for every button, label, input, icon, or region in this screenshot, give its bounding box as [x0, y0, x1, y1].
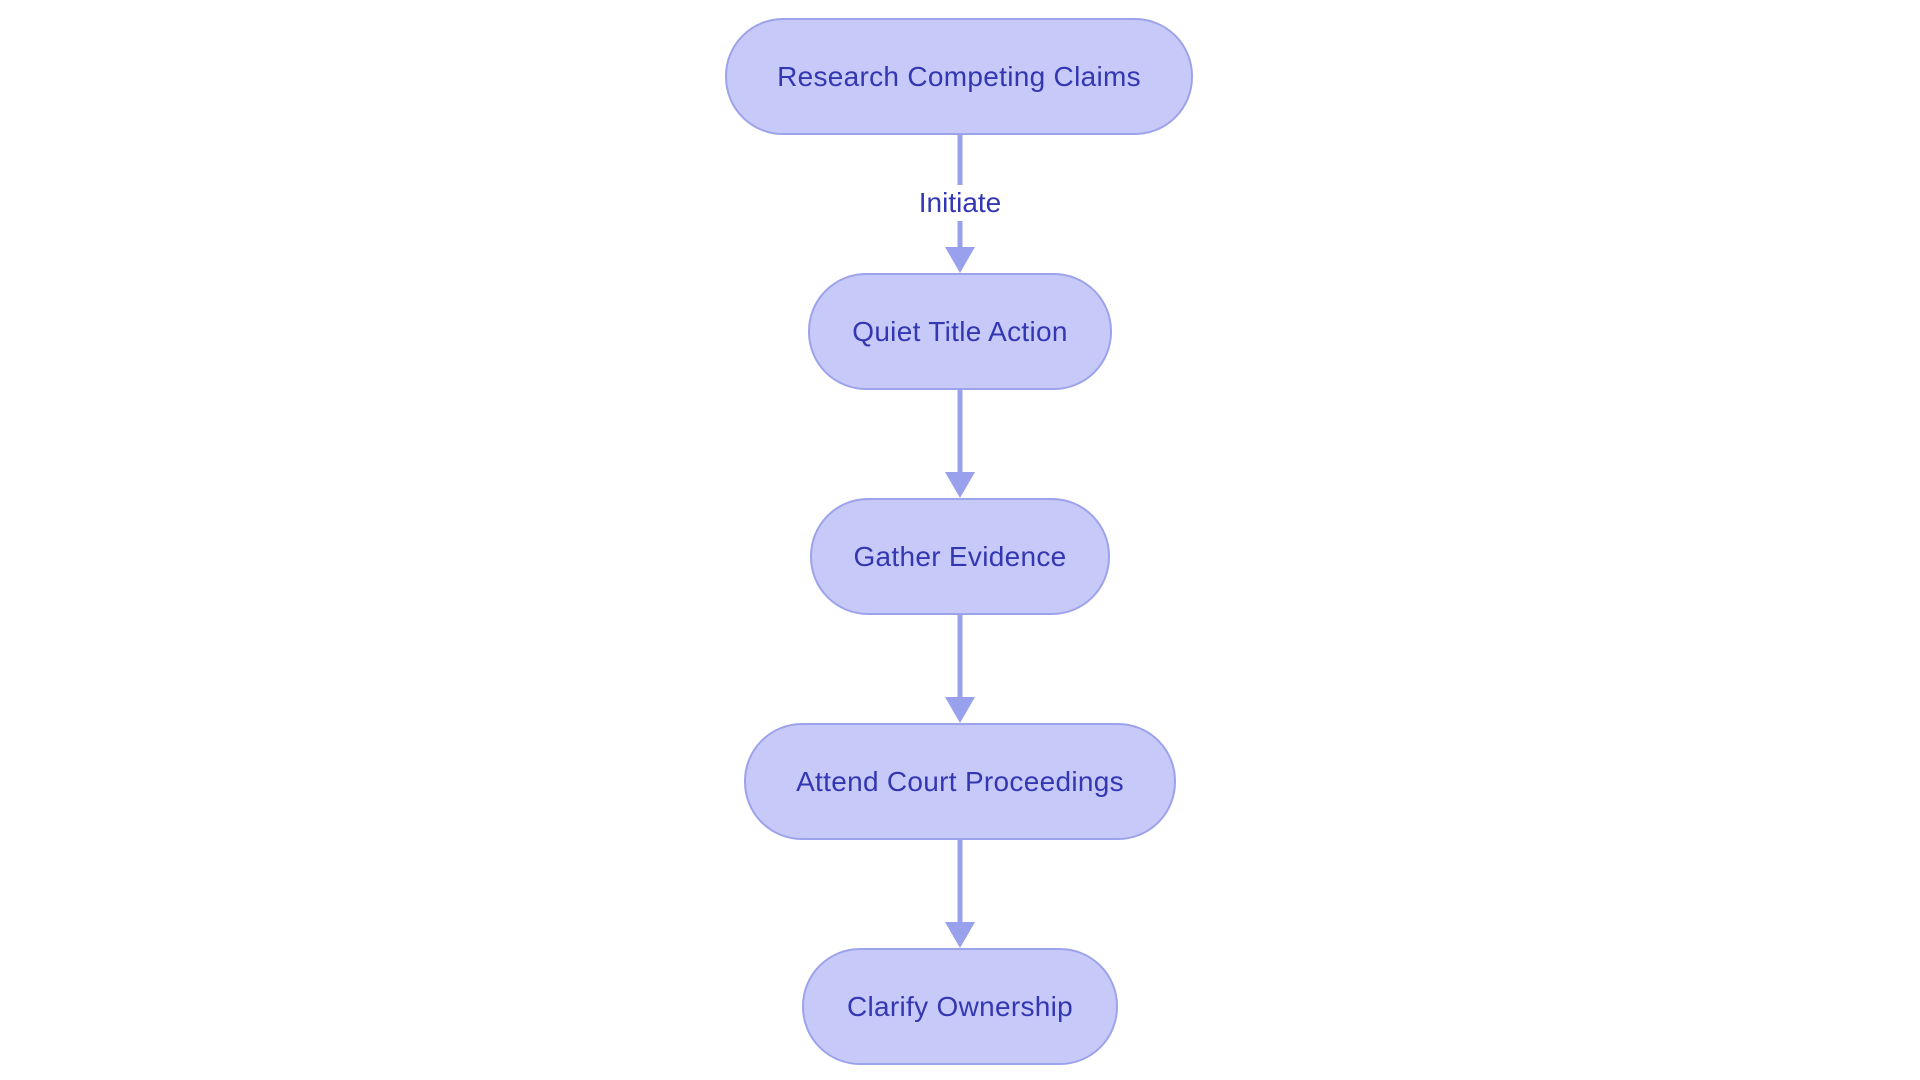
flow-node-gather-evidence: Gather Evidence [810, 498, 1110, 615]
connector-court-to-clarify-ownership [945, 840, 975, 948]
flow-node-attend-court-proceedings: Attend Court Proceedings [744, 723, 1176, 840]
connector-gather-evidence-to-court [945, 615, 975, 723]
arrow-down-icon [945, 922, 975, 948]
flow-node-quiet-title-action: Quiet Title Action [808, 273, 1112, 390]
arrow-down-icon [945, 697, 975, 723]
node-label: Quiet Title Action [852, 315, 1068, 347]
arrow-down-icon [945, 472, 975, 498]
node-label: Clarify Ownership [846, 990, 1074, 1022]
flow-node-clarify-ownership: Clarify Ownership [802, 948, 1118, 1065]
connector-quiet-title-to-gather-evidence [945, 390, 975, 498]
connector-line [957, 390, 963, 476]
node-label: Research Competing Claims [777, 60, 1141, 92]
edge-label-initiate: Initiate [908, 185, 1012, 221]
arrow-down-icon [945, 247, 975, 273]
connector-line [957, 615, 963, 701]
flow-node-research-competing-claims: Research Competing Claims [725, 18, 1193, 135]
connector-line [957, 840, 963, 926]
connector-research-to-quiet-title: Initiate [908, 135, 1012, 273]
node-label: Attend Court Proceedings [796, 765, 1124, 797]
node-label: Gather Evidence [853, 540, 1067, 572]
